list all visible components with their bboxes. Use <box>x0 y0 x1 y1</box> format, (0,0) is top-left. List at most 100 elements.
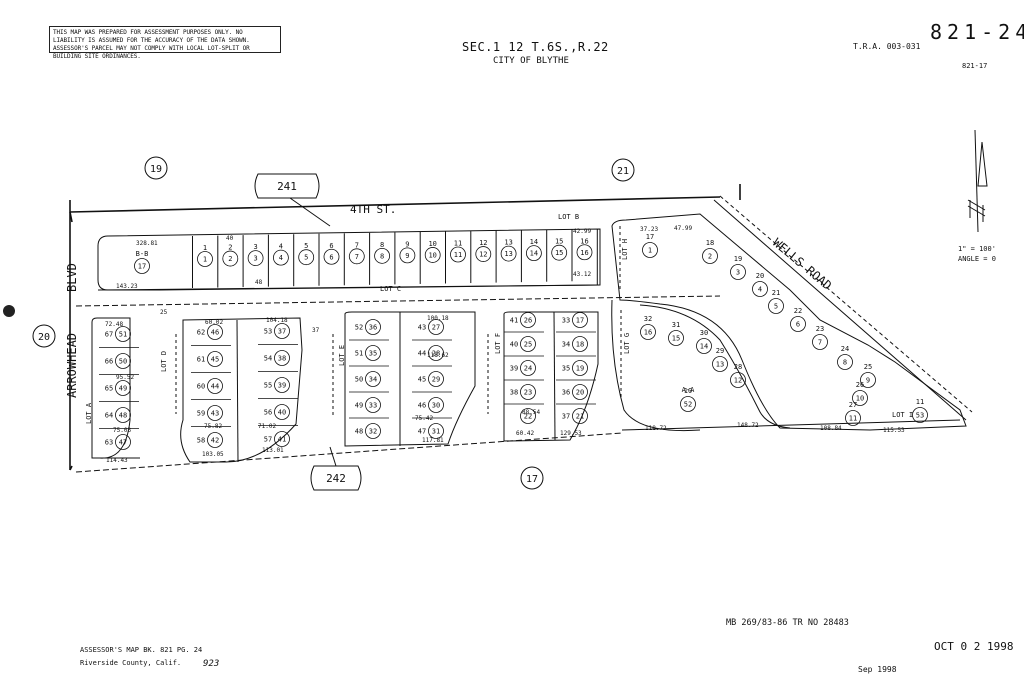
block-c-left-parcel-circle-label: 36 <box>369 324 377 332</box>
lot-h-label: LOT H <box>621 239 629 260</box>
block-a-parcel-circle <box>115 353 131 369</box>
block-d-right-parcel-circle-label: 20 <box>576 389 584 397</box>
block-d-right-parcel-circle <box>572 384 588 400</box>
block-c-right-parcel-number: 43 <box>418 324 426 332</box>
top-parcel-number: 6 <box>329 242 333 250</box>
east-parcel-circle <box>730 264 746 280</box>
block-c-right-parcel-number: 44 <box>418 350 426 358</box>
svg-text:47.99: 47.99 <box>674 225 692 232</box>
block-d-right-parcel-number: 34 <box>562 341 570 349</box>
block-d-right-parcel-number: 33 <box>562 317 570 325</box>
east-parcel-circle <box>837 354 853 370</box>
svg-text:129.53: 129.53 <box>560 430 582 437</box>
block-a-parcel-circle-label: 49 <box>119 385 127 393</box>
block-a-parcel-circle <box>115 434 131 450</box>
svg-text:108.84: 108.84 <box>820 425 842 432</box>
top-parcel-circle <box>500 245 517 262</box>
block-b-left-parcel-circle <box>207 405 223 421</box>
sub-map-number: 821-17 <box>962 62 988 70</box>
top-parcel-circle <box>399 247 416 264</box>
east-parcel-number: 30 <box>700 329 708 337</box>
scale-label: 1" = 100' <box>958 245 996 253</box>
east-parcel-circle-label: 52 <box>684 401 692 409</box>
block-d-right-parcel-circle-label: 21 <box>576 413 584 421</box>
block-d-left-parcel-number: 40 <box>510 341 518 349</box>
east-parcel-number: 31 <box>672 321 680 329</box>
block-b-left-parcel-number: 60 <box>197 383 205 391</box>
top-parcel-circle-label: 7 <box>355 253 359 261</box>
top-parcel-circle-label: 2 <box>228 255 232 263</box>
block-c-left-parcel-circle <box>365 423 381 439</box>
block-a-parcel-circle-label: 47 <box>119 439 127 447</box>
svg-text:143.23: 143.23 <box>116 283 138 290</box>
block-c-right-parcel-circle-label: 29 <box>432 376 440 384</box>
block-c-right-parcel-circle <box>428 345 444 361</box>
block-b-right-parcel-circle-label: 41 <box>278 436 286 444</box>
north-arrow-icon <box>967 129 988 233</box>
block-d-left-parcel-circle <box>520 384 536 400</box>
block-b-left-parcel-circle <box>207 324 223 340</box>
lot-c-label: LOT C <box>380 285 401 293</box>
disclaimer-box: THIS MAP WAS PREPARED FOR ASSESSMENT PUR… <box>49 26 281 60</box>
block-d-right-parcel-circle-label: 19 <box>576 365 584 373</box>
top-parcel-circle <box>247 250 264 267</box>
block-b-left-parcel-circle-label: 46 <box>211 329 219 337</box>
block-c-left-parcel-circle-label: 33 <box>369 402 377 410</box>
block-d-left-parcel-circle-label: 23 <box>524 389 532 397</box>
wells-road-label: WELLS ROAD <box>770 236 834 293</box>
block-b-right-parcel-number: 55 <box>264 382 272 390</box>
block-c-left-parcel-circle <box>365 345 381 361</box>
block-c-left-parcel-circle-label: 32 <box>369 428 377 436</box>
block-c-right-parcel-circle-label: 30 <box>432 402 440 410</box>
east-parcel-number: 23 <box>816 325 824 333</box>
blvd-label: BLVD <box>65 263 79 292</box>
block-b-left-parcel-number: 62 <box>197 329 205 337</box>
block-b-right-parcel-number: 56 <box>264 409 272 417</box>
east-parcel-circle <box>668 330 684 346</box>
east-parcel-number: 27 <box>849 401 857 409</box>
svg-text:43.12: 43.12 <box>573 271 591 278</box>
svg-text:95.52: 95.52 <box>116 374 134 381</box>
east-parcel-number: 24 <box>841 345 849 353</box>
block-b-left-parcel-circle-label: 43 <box>211 410 219 418</box>
block-c-right-parcel-number: 45 <box>418 376 426 384</box>
southern-line <box>75 432 623 473</box>
block-c-left-parcel-number: 49 <box>355 402 363 410</box>
top-parcel-circle <box>576 244 593 261</box>
arrowhead-label: ARROWHEAD <box>65 333 79 398</box>
block-b-right-parcel-number: 57 <box>264 436 272 444</box>
svg-text:75.42: 75.42 <box>415 415 433 422</box>
block-d-left-parcel-number: 38 <box>510 389 518 397</box>
assessor-label: ASSESSOR'S MAP BK. 821 PG. 24 <box>80 646 203 654</box>
adjacent-20: 20 <box>32 324 56 348</box>
block-b-left-parcel-circle <box>207 378 223 394</box>
block-a-parcel-number: 63 <box>105 439 113 447</box>
date-stamp: OCT 0 2 1998 <box>934 640 1014 653</box>
block-a-parcel-circle-label: 51 <box>119 331 127 339</box>
block-d-right-parcel-circle-label: 18 <box>576 341 584 349</box>
east-parcel-circle <box>712 356 728 372</box>
adjacent-19: 19 <box>144 156 168 180</box>
block-d-left-parcel-circle-label: 25 <box>524 341 532 349</box>
block-a-parcel-number: 66 <box>105 358 113 366</box>
lot-i-label: LOT I <box>892 411 913 419</box>
block-c-left-parcel-circle <box>365 397 381 413</box>
svg-text:25: 25 <box>160 309 168 316</box>
top-parcel-number: 13 <box>504 239 512 247</box>
block-a-parcel-circle-label: 50 <box>119 358 127 366</box>
top-parcel-circle <box>424 247 441 263</box>
east-parcel-number: 32 <box>644 315 652 323</box>
svg-text:117.81: 117.81 <box>422 437 444 444</box>
fourth-street-label: 4TH ST. <box>350 203 396 216</box>
east-parcel-circle-label: 9 <box>866 377 870 385</box>
top-parcel-circle <box>298 249 315 266</box>
lot-g-label: LOT G <box>623 333 631 354</box>
top-parcel-circle-label: 13 <box>504 250 512 258</box>
east-parcel-circle <box>752 281 768 297</box>
block-c <box>344 311 476 447</box>
east-parcel-number: 20 <box>756 272 764 280</box>
block-c-left-parcel-circle-label: 34 <box>369 376 377 384</box>
svg-text:17: 17 <box>526 474 538 485</box>
svg-text:40: 40 <box>226 235 234 242</box>
block-b-left-parcel-circle-label: 44 <box>211 383 219 391</box>
